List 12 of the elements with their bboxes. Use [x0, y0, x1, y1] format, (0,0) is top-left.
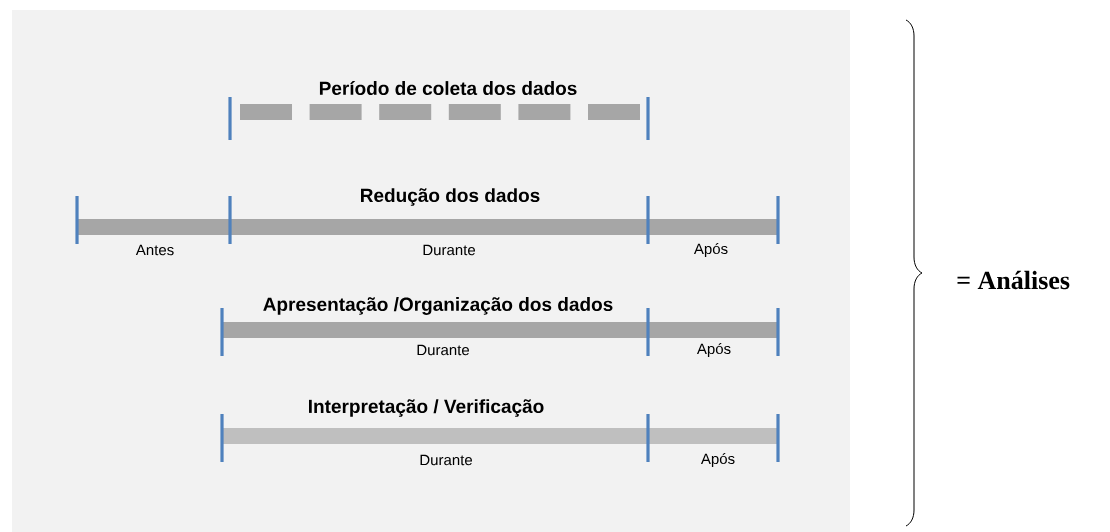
phase-label: Após: [693, 242, 728, 258]
phase-title: Apresentação /Organização dos dados: [263, 297, 613, 315]
phase-title: Período de coleta dos dados: [319, 80, 577, 96]
phase-label: Após: [700, 452, 735, 468]
phase-label: Após: [696, 342, 731, 358]
phase-label: Antes: [135, 244, 174, 256]
phase-label: Durante: [423, 244, 475, 256]
phase-title: Redução dos dados: [361, 188, 540, 206]
phase-label: Durante: [417, 344, 469, 356]
phase-title: Interpretação / Verificação: [309, 399, 544, 417]
phase-label: Durante: [420, 454, 472, 466]
result-label: = Análises: [957, 270, 1070, 290]
